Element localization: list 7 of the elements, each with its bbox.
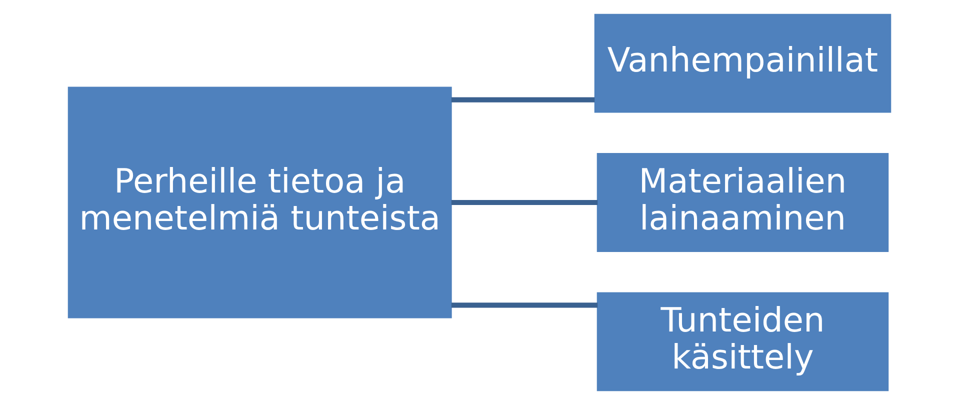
connector	[451, 302, 598, 308]
connector	[451, 200, 598, 206]
connector	[451, 97, 595, 102]
node-box: Perheille tietoa ja menetelmiä tunteista	[68, 86, 452, 318]
node-box: Vanhempainillat	[594, 14, 892, 113]
node-box: Tunteiden käsittely	[596, 292, 889, 392]
node-box: Materiaalien lainaaminen	[596, 153, 889, 252]
